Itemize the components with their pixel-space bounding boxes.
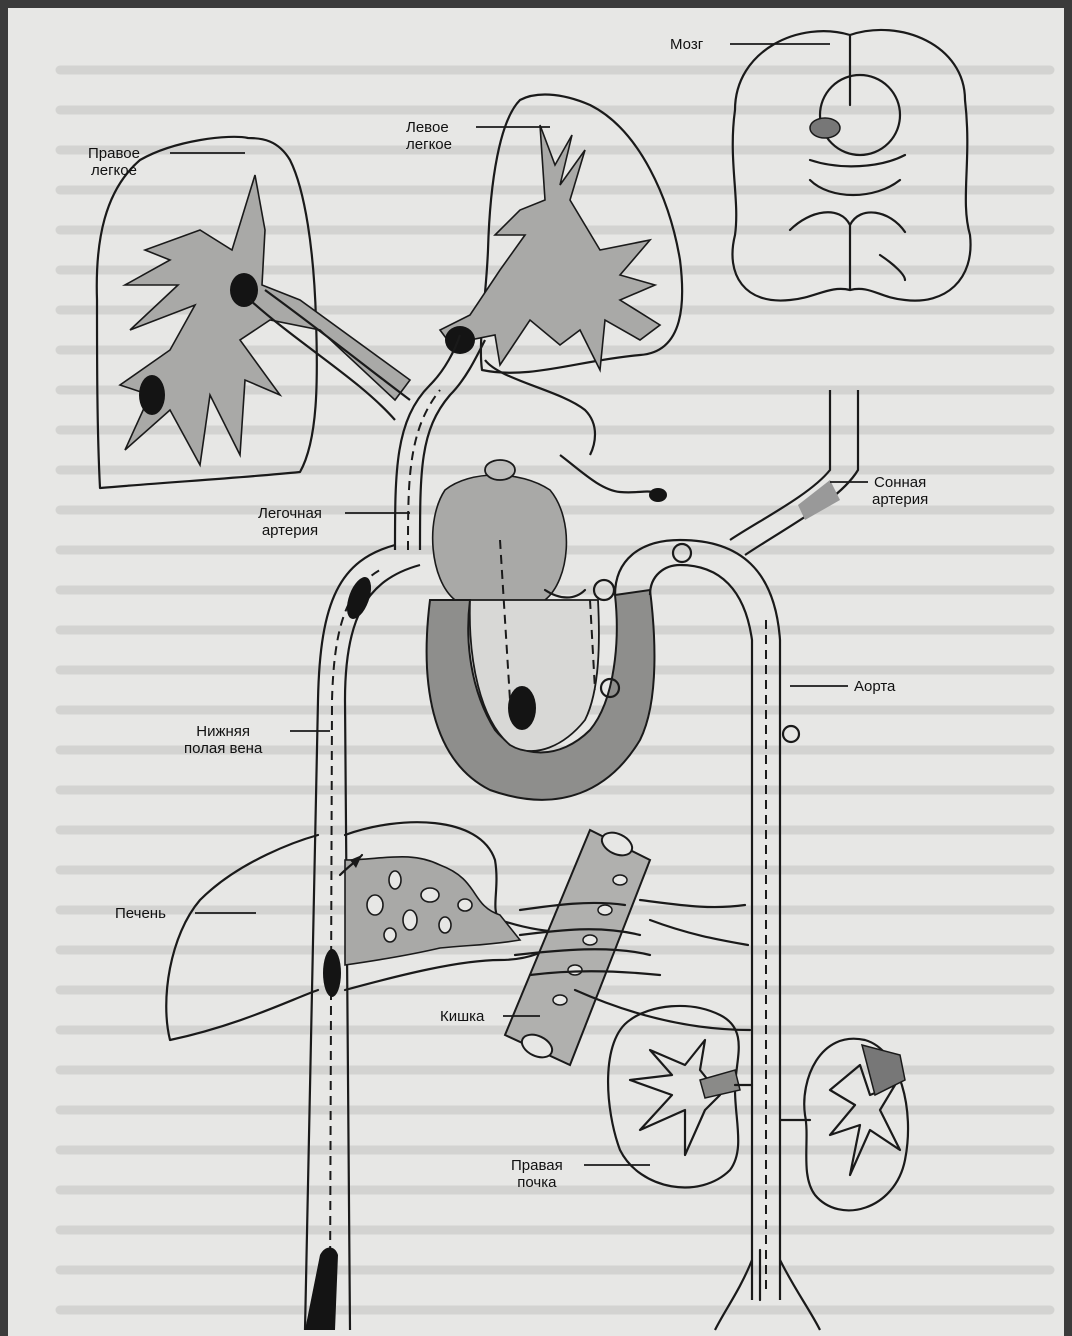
right-kidney-label: Правая почка	[511, 1157, 563, 1191]
right-lung-label: Правое легкое	[88, 145, 140, 179]
left-lung-label: Левое легкое	[406, 119, 452, 153]
inferior-vena-cava-label: Нижняя полая вена	[184, 723, 262, 757]
anatomy-diagram	[8, 8, 1064, 1336]
carotid-artery-label: Сонная артерия	[872, 474, 928, 508]
intestine-label: Кишка	[440, 1008, 484, 1025]
pulmonary-artery-label: Легочная артерия	[258, 505, 322, 539]
aorta-label: Аорта	[854, 678, 895, 695]
book-page: Мозг Левое легкое Правое легкое Сонная а…	[8, 8, 1064, 1336]
liver-label: Печень	[115, 905, 166, 922]
brain-label: Мозг	[670, 36, 703, 53]
